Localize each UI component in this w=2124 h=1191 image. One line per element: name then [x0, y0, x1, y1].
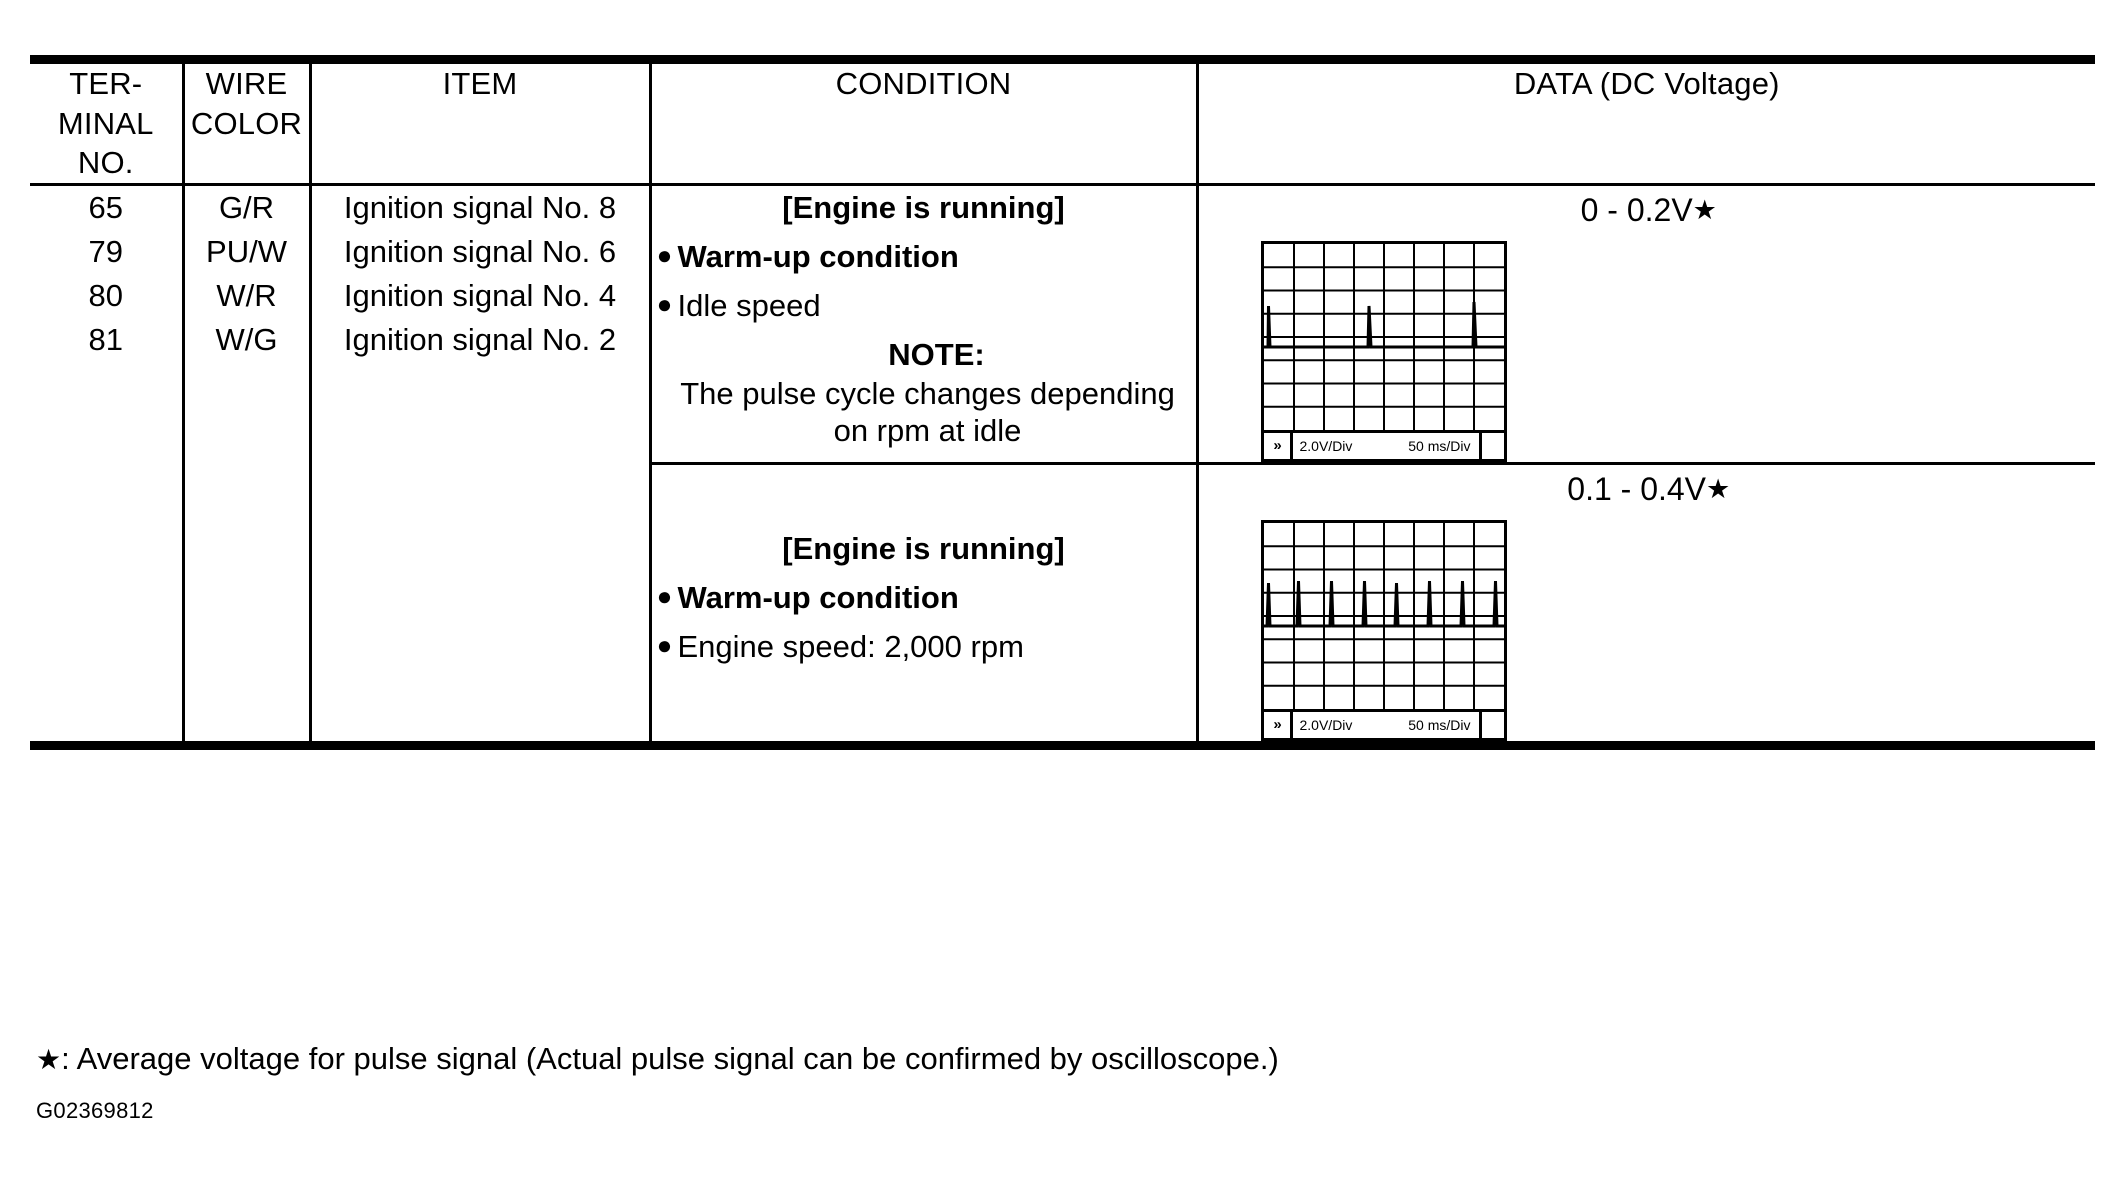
cell-condition-2: [Engine is running] ● Warm-up condition …: [650, 462, 1199, 746]
terminal-no-line-3: NO.: [77, 145, 134, 181]
star-icon: ★: [1706, 474, 1731, 505]
voltage-text: 0 - 0.2V: [1580, 192, 1693, 229]
data-header-label: DATA (DC Voltage): [1513, 66, 1780, 101]
item-header-label: ITEM: [442, 66, 518, 101]
condition-bullet-text: Engine speed: 2,000 rpm: [677, 628, 1024, 664]
terminal-number-list: 65 79 80 81: [30, 186, 182, 362]
item-label: Ignition signal No. 6: [343, 234, 617, 270]
column-header-data: DATA (DC Voltage): [1195, 59, 2095, 187]
condition-bullet-text: Warm-up condition: [677, 579, 959, 615]
column-header-item: ITEM: [308, 59, 652, 187]
cell-terminal-numbers: 65 79 80 81: [30, 184, 185, 746]
table-body: 65 79 80 81 G/R PU/W W/R W/G: [30, 184, 2096, 746]
volts-per-div-label: 2.0V/Div: [1299, 717, 1353, 734]
terminal-number: 65: [88, 190, 123, 226]
volts-per-div-label: 2.0V/Div: [1299, 438, 1353, 455]
oscilloscope-footer-1: » 2.0V/Div 50 ms/Div: [1263, 430, 1504, 460]
wire-color-line-1: WIRE: [205, 66, 288, 101]
wire-color: W/R: [216, 278, 277, 314]
note-title: NOTE:: [888, 337, 985, 373]
table-header: TER- MINAL NO. WIRE COLOR ITEM CONDITION: [30, 59, 2095, 187]
column-header-wire-color: WIRE COLOR: [181, 59, 312, 187]
oscilloscope-waveform-1: [1263, 244, 1504, 431]
wire-color-line-2: COLOR: [190, 105, 303, 141]
bullet-dot-icon: ●: [656, 580, 673, 611]
condition-bullet: ● Warm-up condition: [652, 239, 1196, 275]
note-body: The pulse cycle changes depending on rpm…: [680, 376, 1175, 448]
scope-end-box: [1478, 433, 1504, 460]
condition-header-label: CONDITION: [835, 66, 1012, 101]
item-list: Ignition signal No. 8 Ignition signal No…: [312, 186, 649, 362]
time-per-div-label: 50 ms/Div: [1408, 717, 1471, 734]
voltage-value-1: 0 - 0.2V★: [1203, 192, 2096, 229]
condition-bullet: ● Idle speed: [652, 288, 1196, 324]
oscilloscope-footer-2: » 2.0V/Div 50 ms/Div: [1263, 709, 1504, 739]
condition-bullet: ● Engine speed: 2,000 rpm: [652, 628, 1196, 664]
table-header-row: TER- MINAL NO. WIRE COLOR ITEM CONDITION: [30, 59, 2095, 187]
condition-bullet-text: Idle speed: [677, 288, 821, 324]
wire-color: PU/W: [206, 234, 287, 270]
oscilloscope-1: » 2.0V/Div 50 ms/Div: [1260, 241, 1507, 463]
bullet-dot-icon: ●: [656, 240, 673, 271]
wire-color: G/R: [218, 190, 275, 226]
terminal-number: 80: [88, 278, 123, 314]
terminal-spec-table: TER- MINAL NO. WIRE COLOR ITEM CONDITION: [30, 55, 2096, 751]
fast-forward-icon: »: [1264, 433, 1293, 460]
oscilloscope-waveform-2: [1263, 523, 1504, 710]
item-label: Ignition signal No. 4: [343, 278, 617, 314]
scope-end-box: [1478, 712, 1504, 739]
terminal-number: 79: [88, 234, 123, 270]
column-header-terminal-no: TER- MINAL NO.: [30, 59, 185, 187]
table-row: [Engine is running] ● Warm-up condition …: [30, 462, 2096, 746]
condition-bullet-text: Warm-up condition: [677, 239, 959, 275]
terminal-spec-table-wrapper: TER- MINAL NO. WIRE COLOR ITEM CONDITION: [30, 55, 2096, 751]
condition-heading: [Engine is running]: [782, 190, 1065, 226]
bullet-dot-icon: ●: [656, 629, 673, 660]
condition-note: NOTE: The pulse cycle changes depending …: [678, 339, 1196, 449]
time-per-div-label: 50 ms/Div: [1408, 438, 1471, 455]
oscilloscope-2: » 2.0V/Div 50 ms/Div: [1260, 520, 1507, 742]
column-header-condition: CONDITION: [648, 59, 1199, 187]
item-label: Ignition signal No. 8: [343, 190, 617, 226]
cell-wire-colors: G/R PU/W W/R W/G: [181, 184, 312, 746]
bullet-dot-icon: ●: [656, 289, 673, 320]
cell-condition-1: [Engine is running] ● Warm-up condition …: [648, 184, 1199, 464]
terminal-no-line-1: TER-: [69, 66, 143, 101]
document-id: G02369812: [36, 1098, 154, 1123]
star-icon: ★: [36, 1044, 62, 1075]
voltage-text: 0.1 - 0.4V: [1567, 471, 1707, 508]
cell-items: Ignition signal No. 8 Ignition signal No…: [308, 184, 652, 746]
cell-data-1: 0 - 0.2V★: [1195, 184, 2096, 464]
star-icon: ★: [1692, 195, 1717, 226]
table-row: 65 79 80 81 G/R PU/W W/R W/G: [30, 184, 2096, 746]
footnote: ★: Average voltage for pulse signal (Act…: [36, 1041, 1279, 1077]
item-label: Ignition signal No. 2: [343, 322, 617, 358]
condition-heading: [Engine is running]: [782, 530, 1065, 566]
terminal-no-line-2: MINAL: [57, 105, 154, 141]
wire-color: W/G: [215, 322, 278, 358]
wire-color-list: G/R PU/W W/R W/G: [185, 186, 309, 362]
footnote-text: : Average voltage for pulse signal (Actu…: [61, 1041, 1279, 1076]
condition-bullet: ● Warm-up condition: [652, 579, 1196, 615]
voltage-value-2: 0.1 - 0.4V★: [1203, 471, 2096, 508]
terminal-number: 81: [88, 322, 123, 358]
fast-forward-icon: »: [1264, 712, 1293, 739]
cell-data-2: 0.1 - 0.4V★: [1195, 462, 2096, 746]
